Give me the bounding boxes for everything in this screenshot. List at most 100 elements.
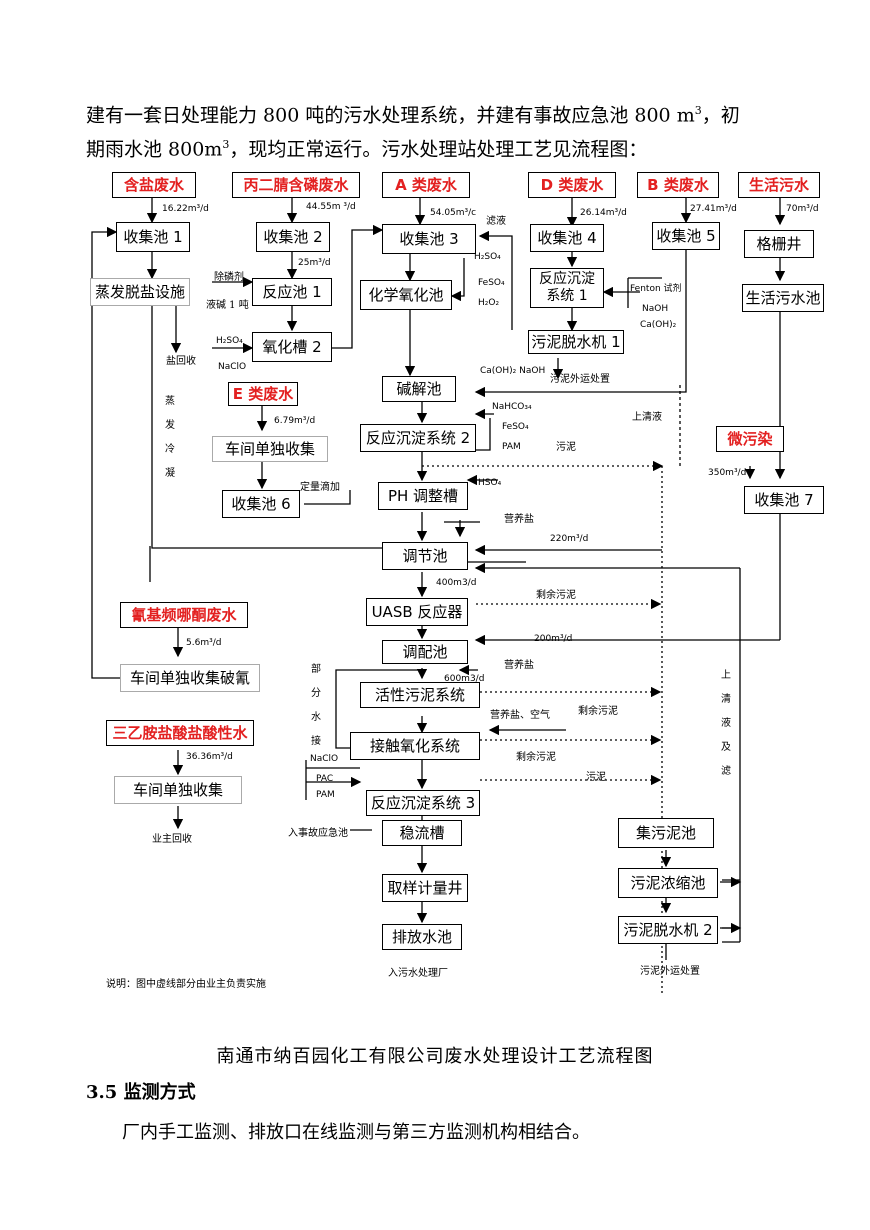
owner-recovery-label: 业主回收: [152, 834, 192, 845]
source-cyano-pinacolone-wastewater: 氰基频哪酮废水: [120, 602, 248, 628]
blending-tank: 调配池: [382, 640, 468, 664]
partial-water-label: 部分水接: [311, 664, 321, 747]
stabilizing-tank: 稳流槽: [382, 820, 462, 846]
filtrate-label: 滤液: [486, 216, 506, 227]
figure-caption: 南通市纳百园化工有限公司废水处理设计工艺流程图: [216, 1046, 654, 1067]
collection-tank-5: 收集池 5: [652, 222, 720, 250]
lye-label: 液碱 1 吨: [206, 300, 249, 311]
naclo-label-a: NaClO: [218, 362, 247, 372]
collection-tank-4: 收集池 4: [530, 224, 604, 252]
domestic-sewage-tank: 生活污水池: [742, 284, 824, 312]
collection-tank-2: 收集池 2: [256, 222, 330, 252]
grit-chamber: 格栅井: [744, 230, 814, 258]
sludge-label-1: 污泥: [556, 442, 576, 453]
nahco3-label: NaHCO₃₄: [492, 402, 532, 412]
caoh-label-a: Ca(OH)₂: [640, 320, 677, 330]
collection-tank-6: 收集池 6: [222, 490, 300, 518]
emergency-pool-label: 入事故应急池: [288, 828, 348, 839]
supernatant-label: 上清液: [632, 412, 662, 423]
collection-tank-1: 收集池 1: [116, 222, 190, 252]
oxidation-tank-2: 氧化槽 2: [252, 332, 332, 362]
equalization-tank: 调节池: [382, 542, 468, 570]
source-malononitrile-wastewater: 丙二腈含磷废水: [232, 172, 360, 198]
source-micro-pollution: 微污染: [716, 426, 784, 452]
collection-tank-3: 收集池 3: [382, 224, 476, 254]
reaction-sedimentation-2: 反应沉淀系统 2: [360, 424, 476, 452]
nutrient-label-2: 营养盐: [504, 660, 534, 671]
flow-220: 220m³/d: [550, 534, 589, 544]
h2so4-label-b: H₂SO₄: [474, 252, 501, 262]
fenton-label: Fenton 试剂: [630, 284, 682, 294]
collection-tank-7: 收集池 7: [744, 486, 824, 514]
workshop-cyanide-breaking: 车间单独收集破氰: [120, 664, 260, 692]
excess-sludge-label-2: 剩余污泥: [578, 706, 618, 717]
source-salt-wastewater: 含盐废水: [112, 172, 196, 198]
dosing-label: 定量滴加: [300, 482, 340, 493]
naoh-label-a: NaOH: [642, 304, 669, 314]
flow-salt: 16.22m³/d: [162, 204, 209, 214]
flow-triethylamine: 36.36m³/d: [186, 752, 233, 762]
flow-350: 350m³/d: [708, 468, 747, 478]
workshop-separate-collection-e: 车间单独收集: [212, 436, 328, 462]
flow-200: 200m³/d: [534, 634, 573, 644]
sludge-dewatering-2: 污泥脱水机 2: [618, 916, 718, 944]
to-wastewater-plant-label: 入污水处理厂: [388, 968, 448, 979]
naclo-label-b: NaClO: [310, 754, 339, 764]
hso4-label: HSO₄: [478, 478, 502, 488]
salt-recovery-label: 盐回收: [166, 356, 196, 367]
section-body: 厂内手工监测、排放口在线监测与第三方监测机构相结合。: [122, 1122, 590, 1143]
flow-e: 6.79m³/d: [274, 416, 316, 426]
supernatant-filtrate-label: 上清液及滤: [721, 670, 731, 777]
pam-label-a: PAM: [502, 442, 521, 452]
flow-a: 54.05m³/c: [430, 208, 477, 218]
evaporation-condensate-label: 蒸发冷凝: [165, 396, 175, 479]
excess-sludge-label-1: 剩余污泥: [536, 590, 576, 601]
process-flow-diagram: 含盐废水 丙二腈含磷废水 A 类废水 D 类废水 B 类废水 生活污水 E 类废…: [0, 160, 870, 1000]
feso4-label-a: FeSO₄: [478, 278, 505, 288]
ph-adjustment-tank: PH 调整槽: [378, 482, 468, 510]
chemical-oxidation-tank: 化学氧化池: [360, 280, 452, 310]
nutrient-label-1: 营养盐: [504, 514, 534, 525]
evaporation-desalting: 蒸发脱盐设施: [90, 278, 190, 306]
dephosphorization-agent: 除磷剂: [214, 272, 244, 283]
flow-lines: [91, 198, 786, 996]
source-triethylamine-acid-water: 三乙胺盐酸盐酸性水: [106, 720, 254, 746]
feso4-label-b: FeSO₄: [502, 422, 529, 432]
reaction-sedimentation-1: 反应沉淀 系统 1: [530, 268, 604, 308]
flow-cyano: 5.6m³/d: [186, 638, 222, 648]
reaction-tank-1: 反应池 1: [252, 278, 332, 306]
source-d-wastewater: D 类废水: [528, 172, 616, 198]
excess-sludge-label-3: 剩余污泥: [516, 752, 556, 763]
sampling-metering-well: 取样计量井: [382, 874, 468, 902]
nutrient-air-label: 营养盐、空气: [490, 710, 550, 721]
flow-600: 600m3/d: [444, 674, 485, 684]
pam-label-b: PAM: [316, 790, 335, 800]
h2so4-label-a: H₂SO₄: [216, 336, 243, 346]
source-a-wastewater: A 类废水: [382, 172, 470, 198]
flow-400: 400m3/d: [436, 578, 477, 588]
workshop-separate-collection-tri: 车间单独收集: [114, 776, 242, 804]
h2o2-label: H₂O₂: [478, 298, 500, 308]
discharge-tank: 排放水池: [382, 924, 462, 950]
contact-oxidation-system: 接触氧化系统: [350, 732, 480, 760]
flow-25: 25m³/d: [298, 258, 331, 268]
intro-line-1: 建有一套日处理能力 800 吨的污水处理系统，并建有事故应急池 800 m3，初: [86, 104, 740, 127]
alkaline-hydrolysis-tank: 碱解池: [382, 376, 456, 402]
sludge-thickener: 污泥浓缩池: [618, 868, 718, 898]
caoh-naoh-label: Ca(OH)₂ NaOH: [480, 366, 546, 376]
sludge-label-2: 污泥: [586, 772, 606, 783]
activated-sludge-system: 活性污泥系统: [360, 682, 480, 708]
sludge-dewatering-1: 污泥脱水机 1: [528, 330, 624, 354]
pac-label: PAC: [316, 774, 334, 784]
flow-malononitrile: 44.55m ³/d: [306, 202, 356, 212]
intro-line-2: 期雨水池 800m3，现均正常运行。污水处理站处理工艺见流程图：: [86, 138, 648, 161]
flow-d: 26.14m³/d: [580, 208, 627, 218]
sludge-disposal-label-1: 污泥外运处置: [550, 374, 610, 385]
flow-domestic: 70m³/d: [786, 204, 819, 214]
source-e-wastewater: E 类废水: [228, 382, 298, 406]
section-heading: 3.5 监测方式: [86, 1082, 196, 1103]
source-b-wastewater: B 类废水: [637, 172, 719, 198]
uasb-reactor: UASB 反应器: [366, 598, 468, 626]
diagram-note: 说明：图中虚线部分由业主负责实施: [106, 979, 266, 990]
flow-b: 27.41m³/d: [690, 204, 737, 214]
